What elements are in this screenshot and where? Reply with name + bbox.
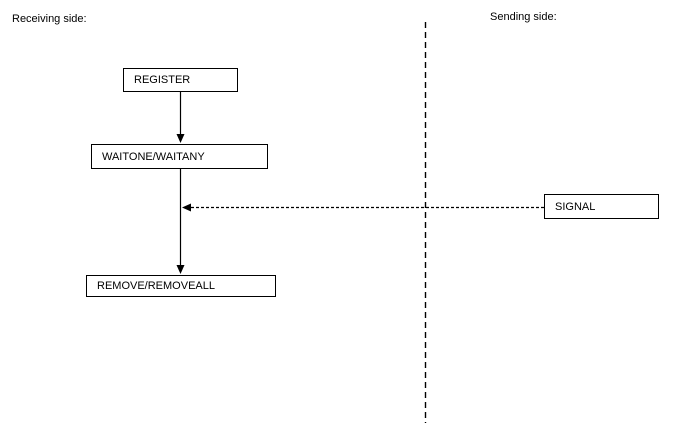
waitone-to-remove-arrowhead bbox=[176, 265, 185, 274]
remove-removeall-box: REMOVE/REMOVEALL bbox=[86, 275, 276, 297]
signal-box: SIGNAL bbox=[544, 194, 659, 219]
register-box: REGISTER bbox=[123, 68, 238, 92]
signal-label: SIGNAL bbox=[555, 200, 596, 213]
waitone-waitany-box: WAITONE/WAITANY bbox=[91, 144, 268, 169]
signal-to-waitone-arrowhead bbox=[182, 203, 191, 212]
sending-side-label: Sending side: bbox=[490, 11, 557, 23]
register-to-waitone-arrowhead bbox=[176, 134, 185, 143]
receiving-side-label: Receiving side: bbox=[12, 13, 87, 25]
register-label: REGISTER bbox=[134, 74, 191, 86]
waitone-waitany-label: WAITONE/WAITANY bbox=[102, 150, 205, 163]
remove-removeall-label: REMOVE/REMOVEALL bbox=[97, 280, 215, 292]
